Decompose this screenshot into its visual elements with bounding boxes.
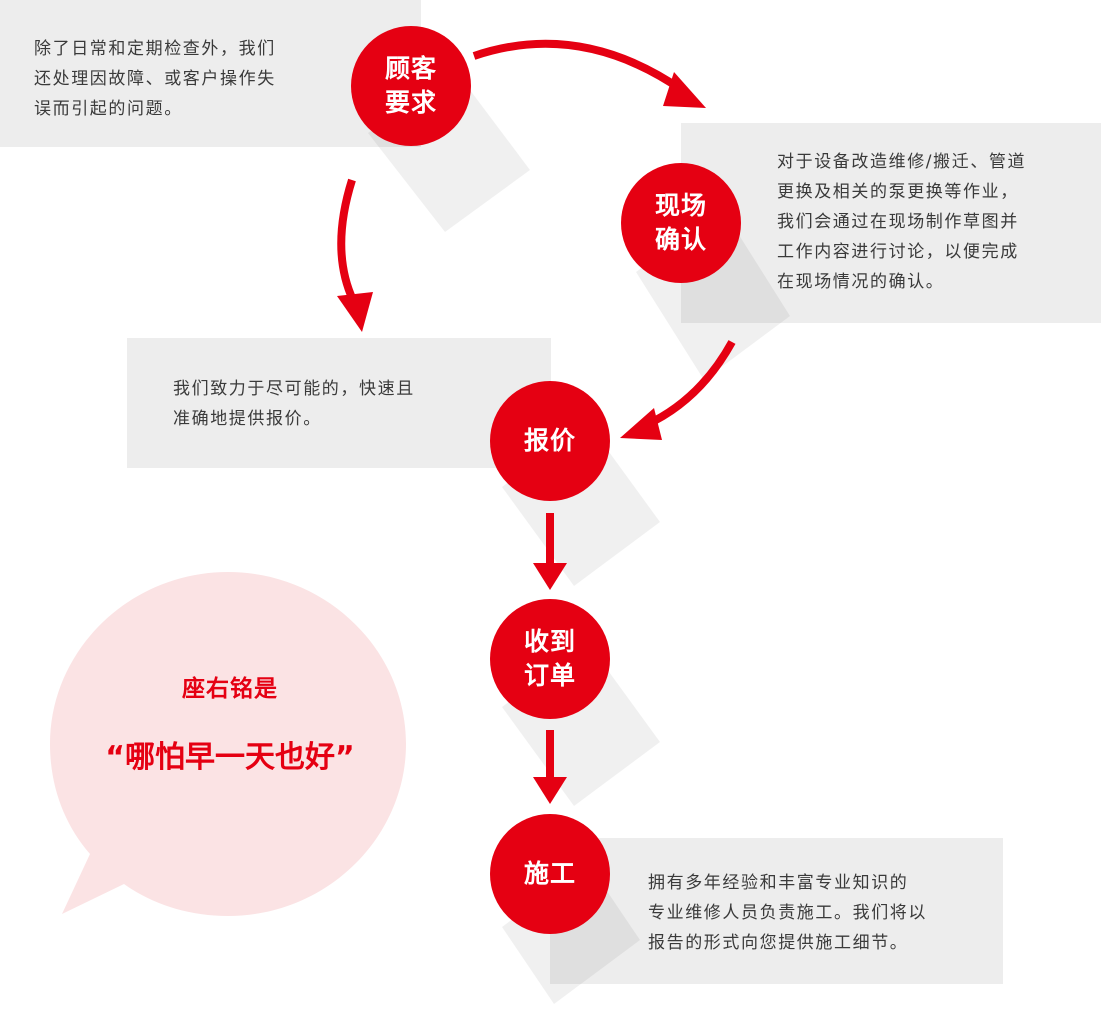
step-label-build: 施工: [523, 859, 576, 888]
step-circle-confirm: 现场 确认: [621, 163, 741, 283]
build-description-box: 拥有多年经验和丰富专业知识的 专业维修人员负责施工。我们将以 报告的形式向您提供…: [550, 838, 1003, 984]
arrowhead-request-to-confirm: [663, 72, 706, 108]
step-circle-request: 顾客 要求: [351, 26, 471, 146]
quote-description-text: 我们致力于尽可能的，快速且 准确地提供报价。: [173, 379, 415, 429]
step-circle-order: 收到 订单: [490, 599, 610, 719]
arrowhead-confirm-to-quote: [620, 408, 662, 440]
arrowhead-request-to-quote: [337, 292, 373, 332]
arrow-request-to-quote: [337, 178, 357, 302]
step-label-quote: 报价: [523, 426, 576, 455]
step-circle-build: 施工: [490, 814, 610, 934]
arrowhead-quote-to-order: [533, 563, 567, 590]
build-description-text: 拥有多年经验和丰富专业知识的 专业维修人员负责施工。我们将以 报告的形式向您提供…: [648, 873, 927, 953]
quote-description-box: 我们致力于尽可能的，快速且 准确地提供报价。: [127, 338, 551, 468]
arrow-confirm-to-quote: [644, 340, 736, 429]
confirm-description-box: 对于设备改造维修/搬迁、管道 更换及相关的泵更换等作业， 我们会通过在现场制作草…: [681, 123, 1101, 323]
step-label-request: 顾客 要求: [384, 54, 437, 117]
request-description-box: 除了日常和定期检查外，我们 还处理因故障、或客户操作失 误而引起的问题。: [0, 0, 421, 147]
step-label-confirm: 现场 确认: [654, 191, 707, 254]
arrow-request-to-confirm: [472, 39, 685, 94]
shadow-build: [502, 863, 640, 1004]
arrowhead-order-to-build: [533, 777, 567, 804]
request-description-text: 除了日常和定期检查外，我们 还处理因故障、或客户操作失 误而引起的问题。: [34, 39, 276, 119]
motto-speech-bubble: [50, 572, 406, 916]
motto-quote: “哪怕早一天也好”: [105, 740, 355, 775]
step-label-order: 收到 订单: [523, 627, 576, 690]
step-circle-quote: 报价: [490, 381, 610, 501]
motto-title: 座右铭是: [182, 676, 278, 702]
confirm-description-text: 对于设备改造维修/搬迁、管道 更换及相关的泵更换等作业， 我们会通过在现场制作草…: [777, 152, 1027, 292]
